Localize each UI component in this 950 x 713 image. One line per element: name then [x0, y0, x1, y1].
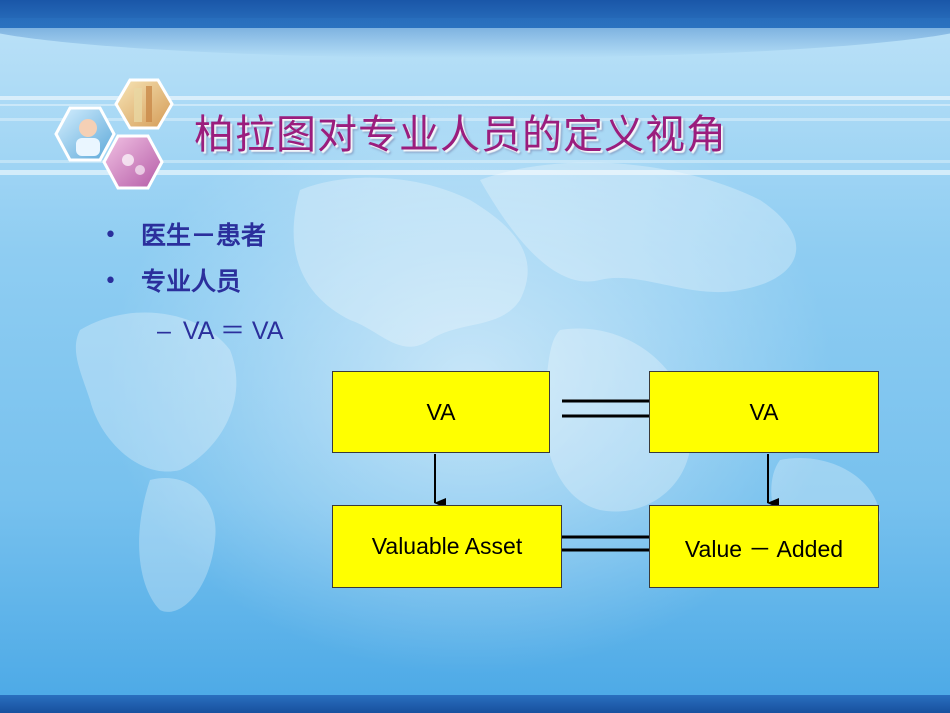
header-stripe	[0, 170, 950, 175]
page-title: 柏拉图对专业人员的定义视角	[194, 112, 727, 158]
sub-bullet-item: –VA ＝ VA	[157, 316, 283, 346]
header-stripe	[0, 118, 950, 121]
bullet-text: 专业人员	[141, 267, 242, 296]
bullet-marker: •	[104, 223, 117, 248]
diagram-box-label: Value － Added	[684, 535, 844, 562]
diagram-box-label: VA	[749, 398, 779, 425]
sub-bullet-text: VA ＝ VA	[182, 317, 284, 345]
header-stripe	[0, 160, 950, 163]
header-stripe	[0, 96, 950, 100]
header-stripe	[0, 104, 950, 106]
diagram-box-va-right: VA	[649, 371, 879, 453]
bullet-marker: •	[104, 269, 117, 294]
bullet-text: 医生－患者	[141, 221, 267, 250]
bullet-item: • 医生－患者	[104, 222, 266, 268]
medical-hexagon-logo	[54, 78, 174, 190]
diagram-box-label: Valuable Asset	[371, 533, 523, 559]
diagram-box-label: VA	[426, 398, 456, 425]
sub-bullet-marker: –	[157, 317, 171, 345]
bullet-list: • 医生－患者 • 专业人员	[104, 222, 266, 314]
diagram-box-va-left: VA	[332, 371, 550, 453]
bullet-item: • 专业人员	[104, 268, 266, 314]
diagram-box-valuable-asset: Valuable Asset	[332, 505, 562, 588]
footer-bar	[0, 695, 950, 713]
diagram-box-value-added: Value － Added	[649, 505, 879, 588]
